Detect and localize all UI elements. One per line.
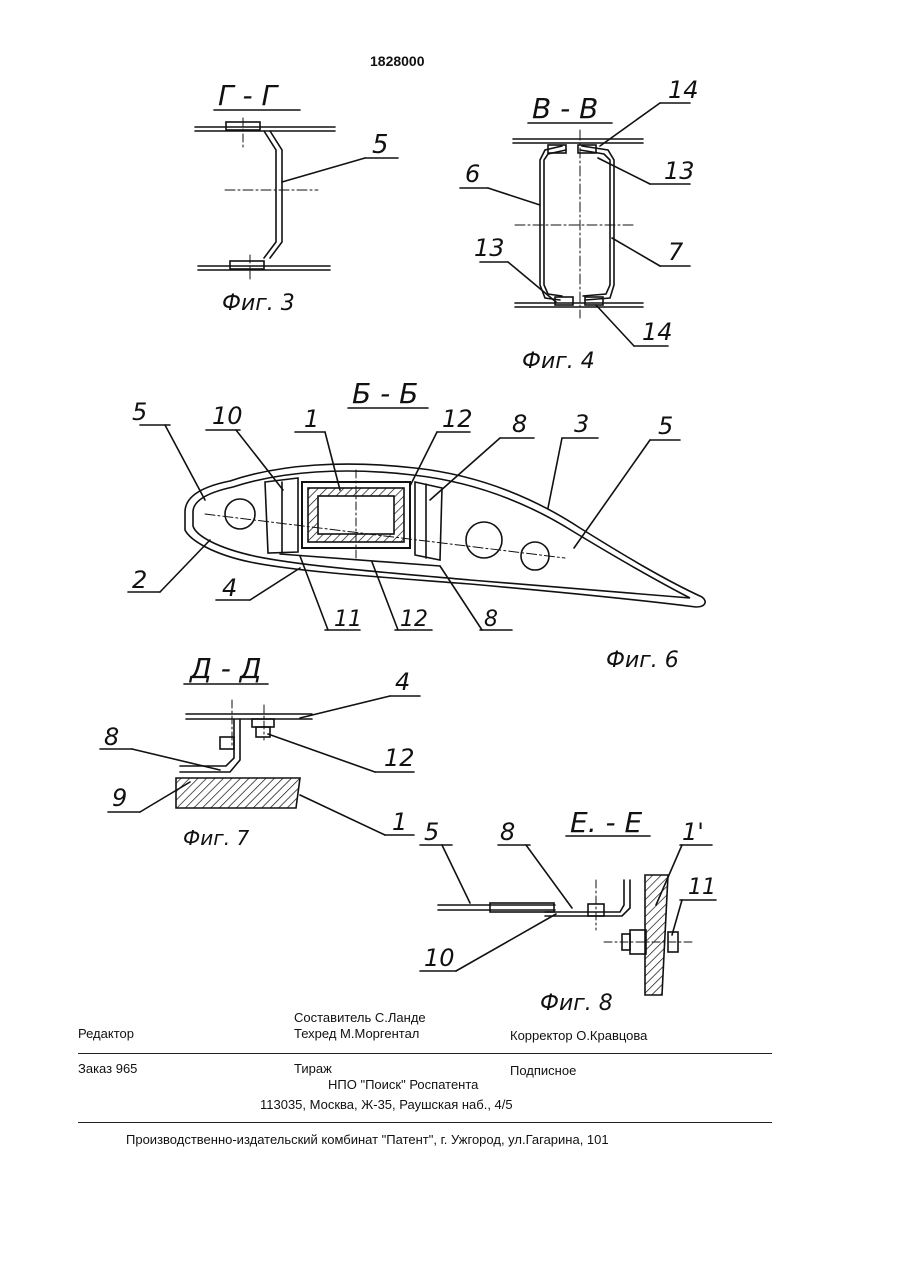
- fig6-section-label: Б - Б: [352, 377, 418, 410]
- fig4-drawing: В - В 14 6: [459, 76, 699, 374]
- imprint-org: НПО "Поиск" Роспатента: [328, 1077, 479, 1092]
- imprint-rule-top: [78, 1053, 772, 1054]
- fig7-section-label: Д - Д: [188, 652, 262, 685]
- fig8-callout-5: 5: [424, 818, 439, 846]
- imprint-order: Заказ 965: [78, 1061, 138, 1076]
- fig4-callout-14-top: 14: [668, 76, 699, 104]
- fig6-callout-8-top: 8: [512, 410, 527, 438]
- fig7-callout-9: 9: [112, 784, 127, 812]
- imprint-editor-label: Редактор: [78, 1026, 134, 1041]
- fig6-callout-12-bottom: 12: [400, 607, 428, 632]
- fig6-callout-8-bottom: 8: [484, 607, 498, 632]
- fig6-callout-5-left: 5: [132, 398, 147, 426]
- imprint-publisher: Производственно-издательский комбинат "П…: [126, 1132, 609, 1147]
- imprint-techred: Техред М.Моргентал: [294, 1026, 420, 1041]
- fig3-drawing: Г - Г 5 Фиг. 3: [194, 79, 399, 316]
- fig6-caption: Фиг. 6: [606, 648, 679, 673]
- fig7-callout-8: 8: [104, 723, 119, 751]
- fig6-callout-11: 11: [334, 607, 362, 632]
- fig3-callout-5: 5: [372, 130, 389, 160]
- fig6-callout-5-right: 5: [658, 412, 673, 440]
- imprint-circulation: Тираж: [294, 1061, 332, 1076]
- fig4-section-label: В - В: [532, 92, 598, 125]
- fig7-callout-1: 1: [392, 808, 407, 836]
- fig7-drawing: Д - Д 4 8 12 9 1: [99, 652, 421, 850]
- patent-number: 1828000: [370, 53, 425, 69]
- imprint-rule-bottom: [78, 1122, 772, 1123]
- fig8-section-label: Е. - Е: [570, 806, 642, 839]
- fig6-callout-2: 2: [132, 566, 147, 594]
- fig6-drawing: Б - Б 5: [127, 377, 706, 673]
- fig4-callout-13-bottom: 13: [474, 234, 505, 262]
- imprint-subscription: Подписное: [510, 1063, 577, 1078]
- fig6-callout-1: 1: [304, 405, 319, 433]
- fig8-drawing: Е. - Е 5 8 1' 11: [419, 806, 717, 1016]
- fig6-callout-10: 10: [212, 402, 243, 430]
- fig8-callout-8: 8: [500, 818, 515, 846]
- fig6-callout-4: 4: [222, 574, 237, 602]
- fig8-callout-1prime: 1': [682, 818, 704, 846]
- fig8-callout-10: 10: [424, 944, 455, 972]
- fig4-callout-6: 6: [465, 160, 480, 188]
- fig8-caption: Фиг. 8: [540, 991, 613, 1016]
- imprint-compiler: Составитель С.Ланде: [294, 1010, 426, 1025]
- fig7-callout-4: 4: [395, 668, 410, 696]
- fig4-caption: Фиг. 4: [522, 349, 595, 374]
- fig7-callout-12: 12: [384, 744, 415, 772]
- fig3-section-label: Г - Г: [218, 79, 280, 112]
- fig4-callout-7: 7: [668, 238, 684, 266]
- fig6-callout-3: 3: [574, 410, 589, 438]
- imprint-corrector: Корректор О.Кравцова: [510, 1028, 648, 1043]
- imprint-address: 113035, Москва, Ж-35, Раушская наб., 4/5: [260, 1097, 513, 1112]
- fig4-callout-13-top: 13: [664, 157, 695, 185]
- fig6-callout-12-top: 12: [442, 405, 473, 433]
- fig3-caption: Фиг. 3: [222, 291, 295, 316]
- fig7-caption: Фиг. 7: [183, 826, 249, 850]
- fig4-callout-14-bottom: 14: [642, 318, 673, 346]
- fig8-callout-11: 11: [688, 875, 716, 900]
